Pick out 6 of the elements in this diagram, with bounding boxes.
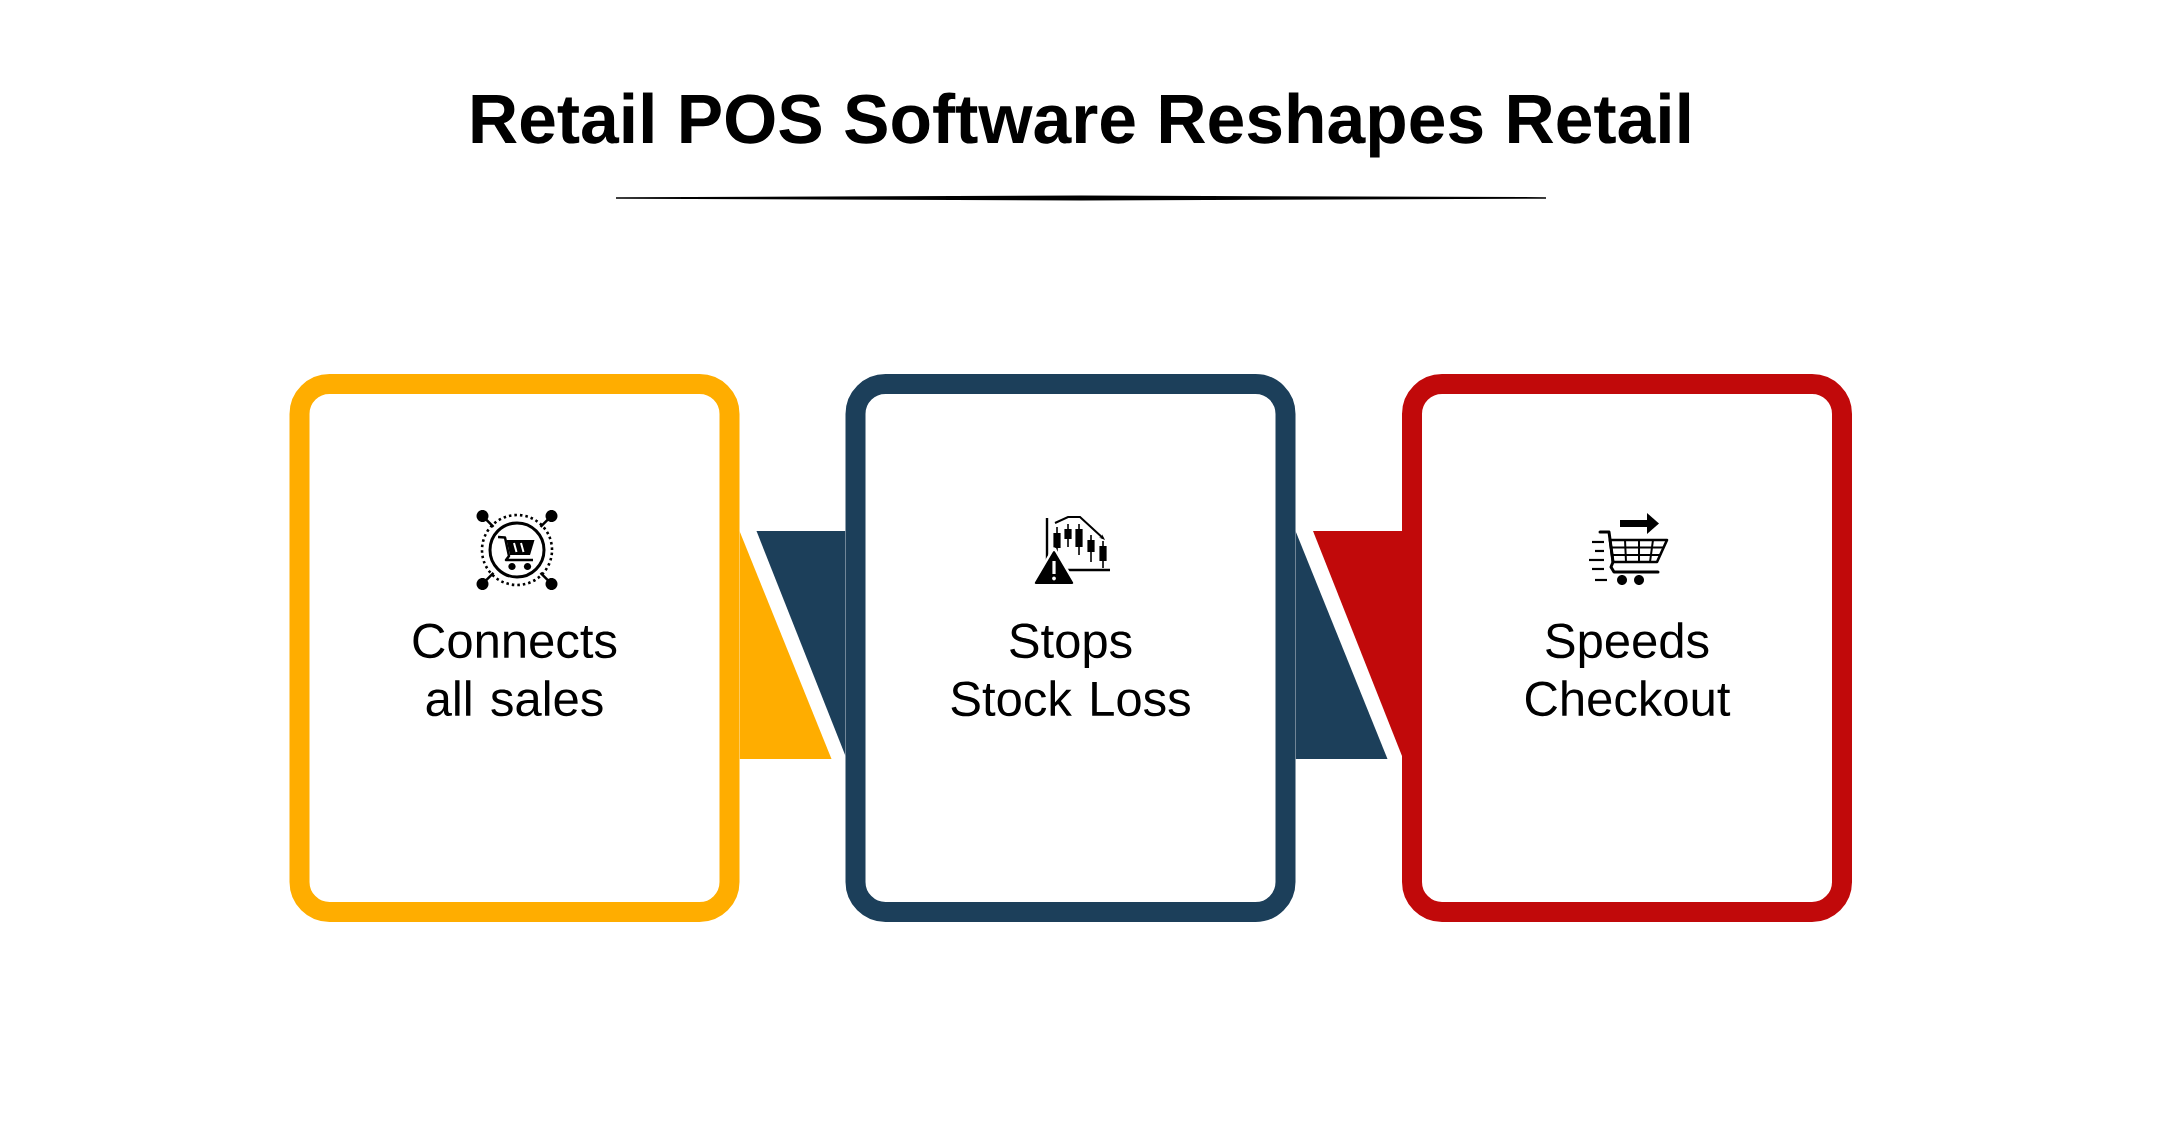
title: Retail POS Software Reshapes Retail bbox=[472, 92, 1690, 158]
rounded-box: Speeds Checkout bbox=[1402, 374, 1852, 922]
rounded-box: Stops Stock Loss bbox=[845, 374, 1296, 922]
rounded-box: Connects all sales bbox=[289, 374, 740, 922]
ribbon-connector bbox=[1295, 531, 1402, 759]
ribbon-connector bbox=[739, 531, 846, 759]
